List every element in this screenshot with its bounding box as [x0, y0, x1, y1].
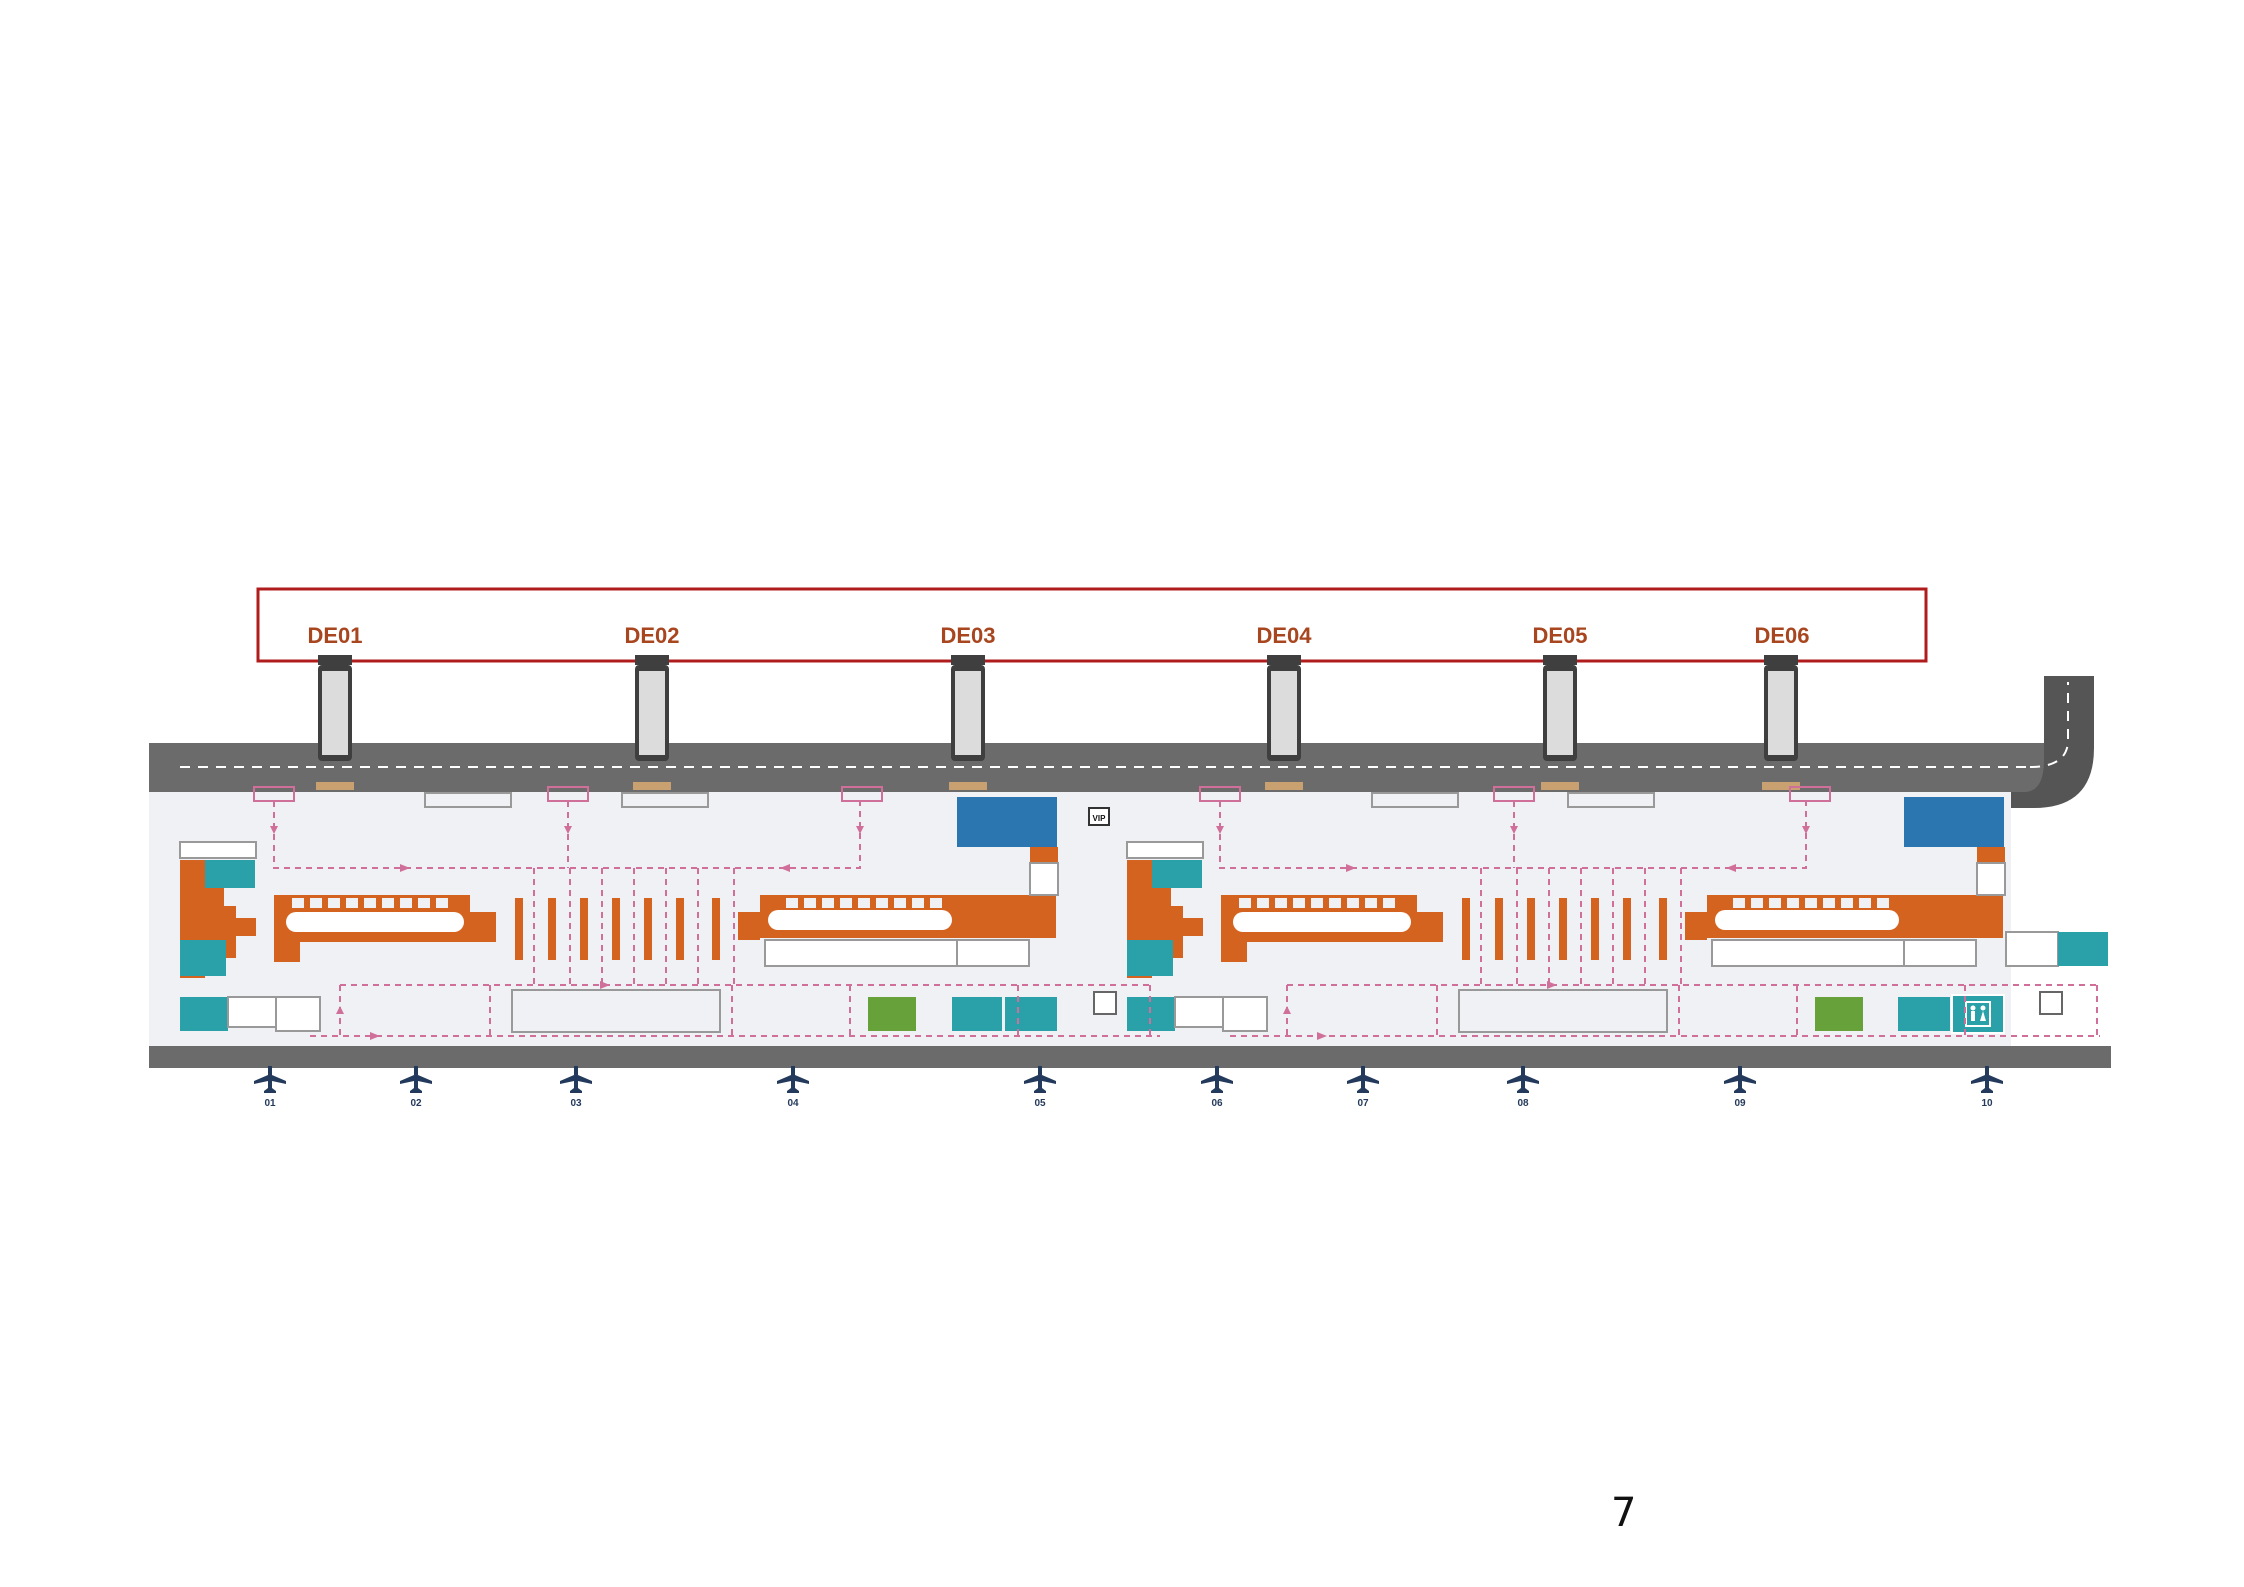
airplane-icon: [254, 1066, 286, 1093]
seating-island: [768, 910, 952, 930]
facility-teal: [1127, 940, 1173, 976]
facility-teal: [205, 860, 255, 888]
seating-island: [1715, 910, 1899, 930]
stand-label: 01: [264, 1098, 276, 1109]
jet-bridge-icon: [1762, 655, 1800, 790]
service-room: [1029, 862, 1059, 896]
facility-teal: [1152, 860, 1202, 888]
seating-island: [286, 912, 464, 932]
stand-label: 02: [410, 1098, 422, 1109]
stand-label: 08: [1517, 1098, 1529, 1109]
shop-bar: [1659, 898, 1667, 960]
vip-label: VIP: [1093, 814, 1107, 823]
shop-bar: [712, 898, 720, 960]
gate-label-de03: DE03: [940, 623, 995, 648]
stand-label: 10: [1981, 1098, 1993, 1109]
airplane-icon: [1347, 1066, 1379, 1093]
facility-blue: [957, 797, 1057, 847]
shop-bar: [1462, 898, 1470, 960]
jet-bridge-icon: [949, 655, 987, 790]
airplane-icon: [400, 1066, 432, 1093]
service-room: [1093, 991, 1117, 1015]
jet-bridge-icon: [1265, 655, 1303, 790]
shop-bar: [580, 898, 588, 960]
airplane-icon: [1971, 1066, 2003, 1093]
service-room: [1976, 862, 2006, 896]
service-room: [2039, 991, 2063, 1015]
seating-island: [1233, 912, 1411, 932]
stand-label: 05: [1034, 1098, 1046, 1109]
service-room: [275, 996, 321, 1032]
facility-teal: [180, 997, 228, 1031]
airplane-icon: [1507, 1066, 1539, 1093]
facility-teal: [2058, 932, 2108, 966]
gate-desk: [1567, 792, 1655, 808]
shop-bar: [644, 898, 652, 960]
gate-label-de05: DE05: [1532, 623, 1587, 648]
info-counter: [1126, 841, 1204, 859]
lounge-area: [1711, 939, 1905, 967]
gate-label-de02: DE02: [624, 623, 679, 648]
gate-desk: [424, 792, 512, 808]
shop-bar: [515, 898, 523, 960]
stand-label: 07: [1357, 1098, 1369, 1109]
facility-teal: [180, 940, 226, 976]
stand-label: 09: [1734, 1098, 1746, 1109]
stand-label: 04: [787, 1098, 799, 1109]
facility-teal: [1005, 997, 1057, 1031]
gate-label-de01: DE01: [307, 623, 362, 648]
apron-curve: [2010, 676, 2094, 808]
restroom-icon: [1951, 994, 2005, 1034]
shop-bar: [676, 898, 684, 960]
facility-teal: [1127, 997, 1175, 1031]
retail-block: [1977, 847, 2005, 863]
gate-label-de04: DE04: [1256, 623, 1312, 648]
facility-teal: [1898, 997, 1950, 1031]
facility-blue: [1904, 797, 2004, 847]
shop-bar: [1527, 898, 1535, 960]
hold-room: [1458, 989, 1668, 1033]
info-counter: [179, 841, 257, 859]
airplane-icon: [1024, 1066, 1056, 1093]
retail-block: [1030, 847, 1058, 863]
service-room: [2005, 931, 2059, 967]
gate-label-de06: DE06: [1754, 623, 1809, 648]
gate-desk: [1371, 792, 1459, 808]
service-room: [1174, 996, 1224, 1028]
lounge-area: [764, 939, 958, 967]
shop-bar: [548, 898, 556, 960]
jet-bridge-icon: [316, 655, 354, 790]
hold-room: [511, 989, 721, 1033]
service-room: [1222, 996, 1268, 1032]
facility-green: [868, 997, 916, 1031]
shop-bar: [1559, 898, 1567, 960]
boarding-point: [841, 786, 883, 802]
airplane-icon: [1201, 1066, 1233, 1093]
stand-label: 06: [1211, 1098, 1223, 1109]
service-room: [227, 996, 277, 1028]
boarding-point: [1789, 786, 1831, 802]
shop-bar: [1591, 898, 1599, 960]
jet-bridge-icon: [633, 655, 671, 790]
airplane-icon: [777, 1066, 809, 1093]
airside-road: [149, 1046, 2111, 1068]
shop-bar: [1495, 898, 1503, 960]
lounge-area: [1903, 939, 1977, 967]
airplane-icon: [560, 1066, 592, 1093]
shop-bar: [1623, 898, 1631, 960]
gate-desk: [621, 792, 709, 808]
shop-bar: [612, 898, 620, 960]
stand-label: 03: [570, 1098, 582, 1109]
jet-bridge-icon: [1541, 655, 1579, 790]
facility-green: [1815, 997, 1863, 1031]
gate-highlight-box: [256, 587, 1928, 663]
facility-teal: [952, 997, 1002, 1031]
airplane-icon: [1724, 1066, 1756, 1093]
page-number: 7: [1611, 1490, 1637, 1536]
vip-sign: [1088, 807, 1110, 826]
lounge-area: [956, 939, 1030, 967]
